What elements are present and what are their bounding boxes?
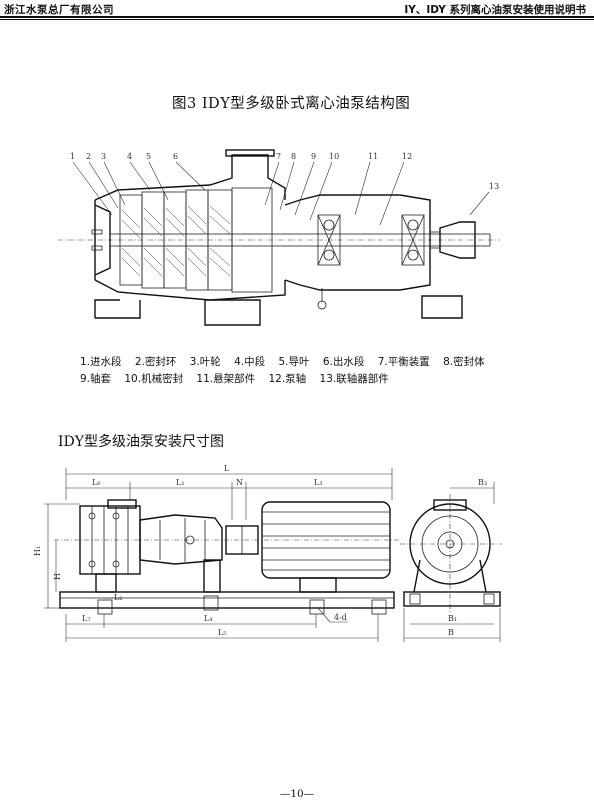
dim-H: H: [53, 573, 62, 580]
parts-legend-row1: 1.进水段 2.密封环 3.叶轮 4.中段 5.导叶 6.出水段 7.平衡装置 …: [80, 354, 495, 371]
callout-9: 9: [311, 152, 316, 161]
dim-N: N: [236, 478, 243, 487]
company-name: 浙江水泵总厂有限公司: [4, 4, 114, 16]
dim-L7: L₇: [82, 614, 91, 623]
part-10: 10.机械密封: [124, 373, 184, 385]
callout-numbers: 1 2 3 4 5 6 7 8 9 10 11 12 13: [70, 152, 499, 191]
parts-legend-row2: 9.轴套 10.机械密封 11.悬架部件 12.泵轴 13.联轴器部件: [80, 371, 495, 388]
callout-4: 4: [127, 152, 132, 161]
callout-12: 12: [402, 152, 412, 161]
part-13: 13.联轴器部件: [319, 373, 389, 385]
dim-L1: L₁: [176, 478, 185, 487]
dim-B1: B₁: [448, 614, 457, 623]
callout-1: 1: [70, 152, 75, 161]
part-2: 2.密封环: [134, 356, 177, 368]
callout-13: 13: [489, 182, 499, 191]
callout-7: 7: [276, 152, 281, 161]
callout-11: 11: [368, 152, 378, 161]
dim-L5: L₅: [218, 628, 227, 637]
part-8: 8.密封体: [443, 356, 485, 368]
part-1: 1.进水段: [80, 356, 122, 368]
install-drawing-title: IDY型多级油泵安装尺寸图: [58, 434, 224, 450]
part-9: 9.轴套: [80, 373, 112, 385]
part-3: 3.叶轮: [189, 356, 221, 368]
dim-L4: L₄: [204, 614, 213, 623]
part-4: 4.中段: [234, 356, 266, 368]
manual-title: IY、IDY 系列离心油泵安装使用说明书: [404, 4, 586, 16]
parts-legend: 1.进水段 2.密封环 3.叶轮 4.中段 5.导叶 6.出水段 7.平衡装置 …: [80, 354, 495, 388]
callout-6: 6: [173, 152, 178, 161]
part-5: 5.导叶: [278, 356, 310, 368]
page-header: 浙江水泵总厂有限公司 IY、IDY 系列离心油泵安装使用说明书: [0, 0, 594, 16]
part-7: 7.平衡装置: [377, 356, 430, 368]
part-6: 6.出水段: [322, 356, 365, 368]
callout-5: 5: [146, 152, 151, 161]
callout-2: 2: [86, 152, 91, 161]
dim-bolt-holes: 4-d: [334, 613, 347, 622]
dim-L2: L₂: [114, 593, 123, 602]
dim-L3: L₃: [314, 478, 323, 487]
callout-8: 8: [291, 152, 296, 161]
page-number: —10—: [279, 788, 315, 800]
callout-10: 10: [329, 152, 339, 161]
dim-B3: B₃: [478, 478, 487, 487]
dim-L: L: [224, 464, 230, 473]
part-12: 12.泵轴: [268, 373, 307, 385]
part-11: 11.悬架部件: [196, 373, 256, 385]
figure3-title: 图3 IDY型多级卧式离心油泵结构图: [172, 96, 411, 112]
dim-B: B: [448, 628, 454, 637]
dim-L6: L₆: [92, 478, 101, 487]
dim-H1: H₁: [33, 546, 42, 556]
header-rule-thin: [0, 19, 594, 20]
header-rule-thick: [0, 16, 594, 18]
callout-3: 3: [101, 152, 106, 161]
